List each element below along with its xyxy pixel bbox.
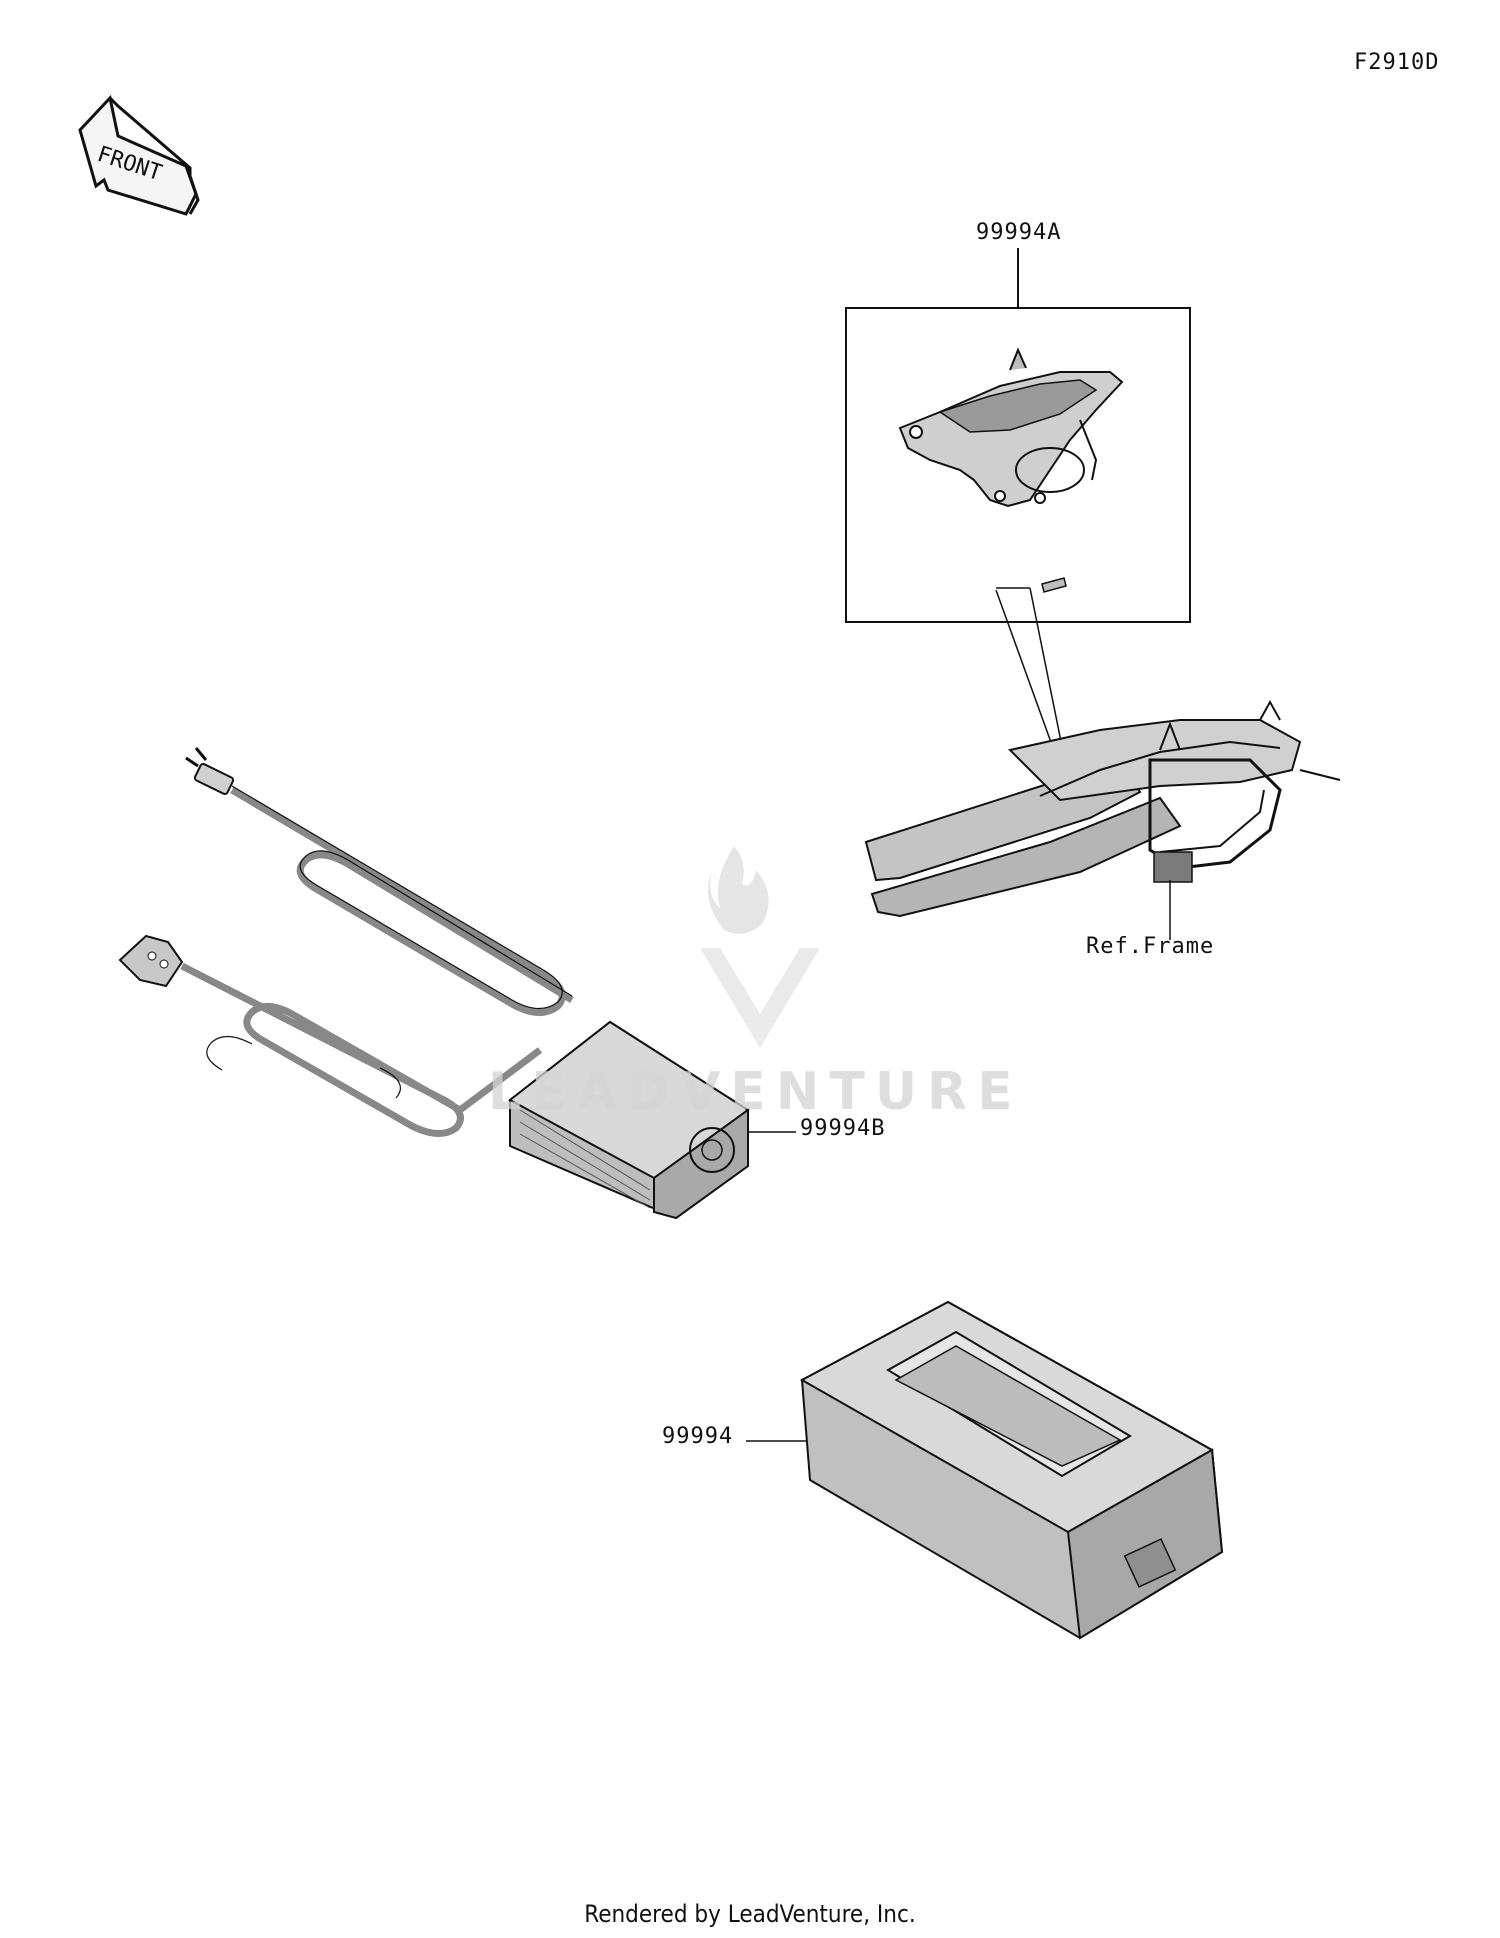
- part-label-99994b[interactable]: 99994B: [800, 1116, 886, 1141]
- adapter-kit-callout: [845, 248, 1191, 623]
- connector-icon: [118, 934, 184, 988]
- watermark-logo-icon: [700, 846, 820, 1048]
- plug-icon: [185, 747, 235, 795]
- footer-credit: Rendered by LeadVenture, Inc.: [584, 1900, 916, 1928]
- figure-id: F2910D: [1354, 50, 1440, 75]
- watermark-text: LEADVENTURE: [488, 1062, 1023, 1122]
- part-label-99994a[interactable]: 99994A: [976, 220, 1062, 245]
- part-label-99994[interactable]: 99994: [662, 1424, 734, 1449]
- front-arrow-icon: FRONT: [78, 94, 200, 216]
- charger-part: [118, 747, 796, 1220]
- dock-part: [746, 1300, 1224, 1640]
- part-label-ref-frame[interactable]: Ref.Frame: [1086, 934, 1215, 959]
- frame-part: [864, 699, 1341, 940]
